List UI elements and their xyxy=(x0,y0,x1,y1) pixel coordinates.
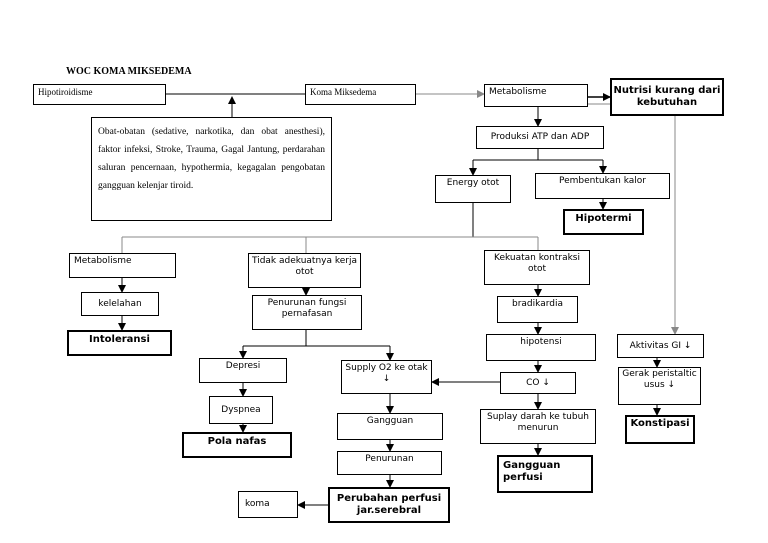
diagram-title: WOC KOMA MIKSEDEMA xyxy=(66,66,192,77)
node-penurunan-fungsi: Penurunan fungsi pernafasan xyxy=(252,295,362,330)
node-gerak-peristaltic: Gerak peristaltic usus ↓ xyxy=(618,367,701,405)
node-koma: koma xyxy=(238,491,298,518)
node-pola-nafas: Pola nafas xyxy=(182,432,292,458)
node-intoleransi: Intoleransi xyxy=(67,330,172,356)
node-energy-otot: Energy otot xyxy=(435,175,511,203)
node-gangguan: Gangguan xyxy=(337,413,443,440)
node-co: CO ↓ xyxy=(500,372,576,394)
node-nutrisi-kurang: Nutrisi kurang dari kebutuhan xyxy=(610,78,724,116)
node-hipotiroidisme: Hipotiroidisme xyxy=(33,84,166,105)
node-obat-obatan: Obat-obatan (sedative, narkotika, dan ob… xyxy=(91,117,332,221)
node-tidak-adekuat: Tidak adekuatnya kerja otot xyxy=(248,253,361,288)
node-pembentukan-kalor: Pembentukan kalor xyxy=(535,173,670,199)
node-koma-miksedema: Koma Miksedema xyxy=(305,84,416,105)
node-kekuatan-kontraksi: Kekuatan kontraksi otot xyxy=(484,250,590,285)
node-suplay-darah: Suplay darah ke tubuh menurun xyxy=(480,409,596,444)
node-metabolisme-left: Metabolisme xyxy=(69,253,176,278)
node-bradikardia: bradikardia xyxy=(497,296,578,323)
node-perubahan-perfusi: Perubahan perfusi jar.serebral xyxy=(328,487,450,523)
node-hipotensi: hipotensi xyxy=(486,334,596,361)
node-gangguan-perfusi: Gangguan perfusi xyxy=(497,455,593,493)
node-kelelahan: kelelahan xyxy=(81,292,159,316)
node-aktivitas-gi: Aktivitas GI ↓ xyxy=(617,334,704,358)
node-hipotermi: Hipotermi xyxy=(563,209,644,235)
node-konstipasi: Konstipasi xyxy=(625,415,695,444)
node-metabolisme-top: Metabolisme xyxy=(484,84,588,107)
node-penurunan: Penurunan xyxy=(337,451,442,475)
node-dyspnea: Dyspnea xyxy=(209,396,273,424)
node-supply-o2: Supply O2 ke otak ↓ xyxy=(341,360,432,394)
node-depresi: Depresi xyxy=(199,358,287,383)
node-produksi-atp: Produksi ATP dan ADP xyxy=(476,126,604,149)
